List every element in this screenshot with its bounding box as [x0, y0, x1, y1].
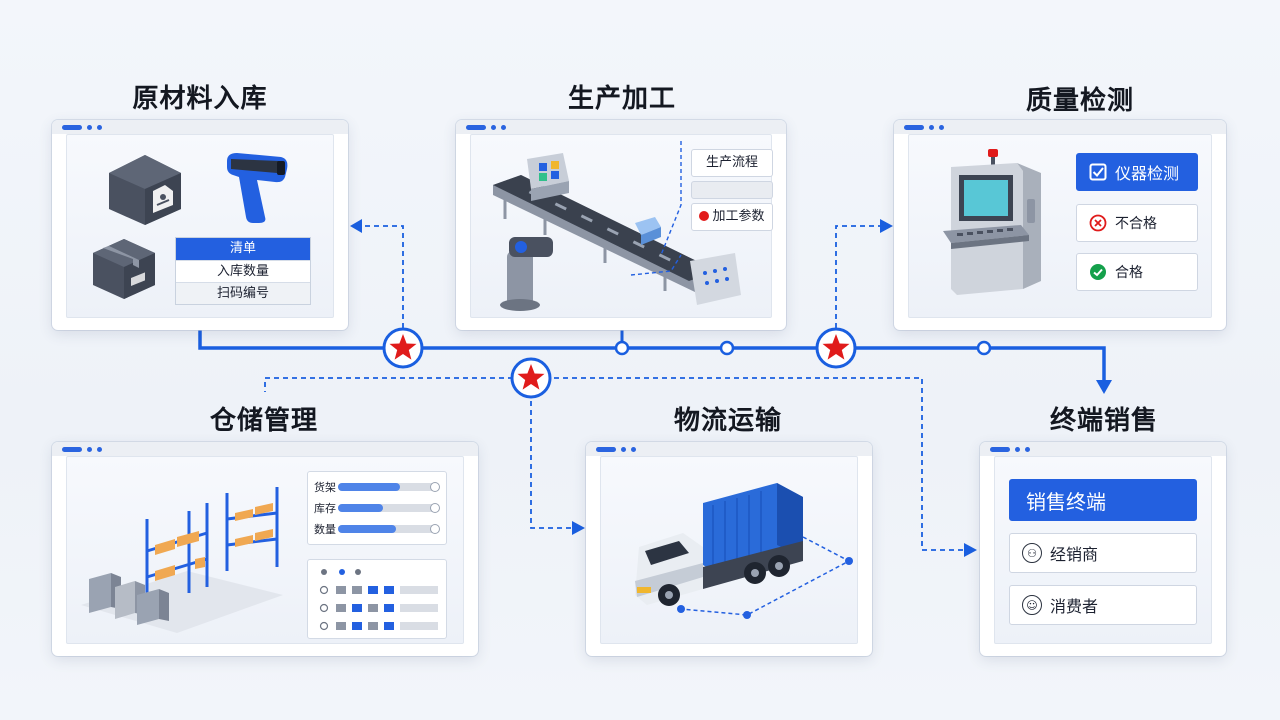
dashed-to-quality	[835, 225, 882, 328]
inventory-progress	[338, 503, 440, 513]
stat-label: 库存	[314, 502, 336, 515]
list-item[interactable]: 清单	[176, 238, 310, 260]
fail-label: 不合格	[1115, 216, 1157, 232]
sales-window: 销售终端 ⚇ 经销商 ☺ 消费者	[980, 442, 1226, 656]
distributor-button[interactable]: ⚇ 经销商	[1009, 533, 1197, 573]
fail-button[interactable]: 不合格	[1076, 204, 1198, 242]
consumer-icon: ☺	[1022, 595, 1042, 615]
main-flow-line	[198, 330, 1106, 385]
arrow-head	[964, 543, 977, 557]
distributor-label: 经销商	[1050, 545, 1099, 564]
production-body: 生产流程 加工参数	[470, 134, 773, 318]
logistics-body	[600, 456, 858, 644]
window-titlebar	[894, 120, 1226, 134]
check-circle-icon	[1090, 264, 1106, 280]
window-titlebar	[586, 442, 872, 456]
stage-title-raw-material: 原材料入库	[132, 84, 268, 114]
truck-icon	[635, 483, 853, 619]
stage-title-warehouse: 仓储管理	[209, 406, 318, 436]
grid-rows	[319, 569, 438, 631]
arrow-head	[572, 521, 585, 535]
star-icon	[510, 357, 552, 399]
quality-window: 仪器检测 不合格 合格	[894, 120, 1226, 330]
barcode-scanner-icon	[227, 153, 288, 223]
star-icon	[382, 327, 424, 369]
star-icon	[815, 327, 857, 369]
checkbox-icon	[1089, 163, 1107, 181]
list-item[interactable]: 入库数量	[176, 260, 310, 282]
window-titlebar	[980, 442, 1226, 456]
list-item[interactable]: 扫码编号	[176, 282, 310, 304]
dashed-to-raw	[362, 225, 404, 328]
sales-body: 销售终端 ⚇ 经销商 ☺ 消费者	[994, 456, 1212, 644]
instrument-inspection-label: 仪器检测	[1115, 164, 1180, 183]
pass-button[interactable]: 合格	[1076, 253, 1198, 291]
conveyor-belt-icon	[493, 153, 741, 311]
stop-icon	[699, 211, 710, 221]
consumer-button[interactable]: ☺ 消费者	[1009, 585, 1197, 625]
window-titlebar	[52, 442, 478, 456]
window-titlebar	[456, 120, 786, 134]
house-box-icon	[109, 155, 181, 225]
quantity-progress	[338, 524, 440, 534]
arrow-head	[350, 219, 362, 233]
stat-row-quantity: 数量	[314, 522, 336, 536]
stage-title-logistics: 物流运输	[673, 406, 782, 436]
node-circle	[614, 340, 630, 356]
instrument-inspection-button[interactable]: 仪器检测	[1076, 153, 1198, 191]
dashed-to-logistics	[530, 392, 574, 529]
raw-material-body: 清单 入库数量 扫码编号	[66, 134, 334, 318]
stage-title-production: 生产加工	[567, 84, 676, 114]
window-titlebar	[52, 120, 348, 134]
stat-row-shelf: 货架	[314, 480, 336, 494]
quality-body: 仪器检测 不合格 合格	[908, 134, 1212, 318]
shelf-progress	[338, 482, 440, 492]
process-parameters-label: 加工参数	[712, 209, 765, 224]
arrow-head	[880, 219, 893, 233]
raw-material-window: 清单 入库数量 扫码编号	[52, 120, 348, 330]
shelf-fill	[338, 483, 400, 491]
production-dashed-links	[630, 141, 682, 276]
warehouse-shelf-icon	[81, 487, 283, 633]
stage-title-quality: 质量检测	[1025, 86, 1134, 116]
node-circle	[976, 340, 992, 356]
warehouse-window: 货架 库存 数量	[52, 442, 478, 656]
warehouse-stats-panel: 货架 库存 数量	[307, 471, 447, 545]
inventory-fill	[338, 504, 383, 512]
consumer-label: 消费者	[1050, 597, 1099, 616]
quantity-fill	[338, 525, 396, 533]
warehouse-grid-panel	[307, 559, 447, 639]
process-parameters-button[interactable]: 加工参数	[691, 203, 773, 231]
fail-circle-icon	[1089, 214, 1107, 232]
stage-title-sales: 终端销售	[1049, 406, 1158, 436]
production-window: 生产流程 加工参数	[456, 120, 786, 330]
stat-label: 数量	[314, 523, 336, 536]
pass-label: 合格	[1115, 265, 1143, 281]
distributor-icon: ⚇	[1022, 543, 1042, 563]
dashed-to-warehouse	[264, 377, 531, 392]
warehouse-body: 货架 库存 数量	[66, 456, 464, 644]
stat-label: 货架	[314, 481, 336, 494]
production-flow-button[interactable]: 生产流程	[691, 149, 773, 177]
raw-material-list: 清单 入库数量 扫码编号	[175, 237, 311, 305]
sales-terminal-button[interactable]: 销售终端	[1009, 479, 1197, 521]
node-circle	[719, 340, 735, 356]
logistics-window	[586, 442, 872, 656]
package-icon	[93, 239, 155, 299]
production-blank-button[interactable]	[691, 181, 773, 199]
stat-row-inventory: 库存	[314, 501, 336, 515]
inspection-machine-icon	[943, 149, 1041, 295]
arrow-to-sales	[1096, 380, 1112, 394]
